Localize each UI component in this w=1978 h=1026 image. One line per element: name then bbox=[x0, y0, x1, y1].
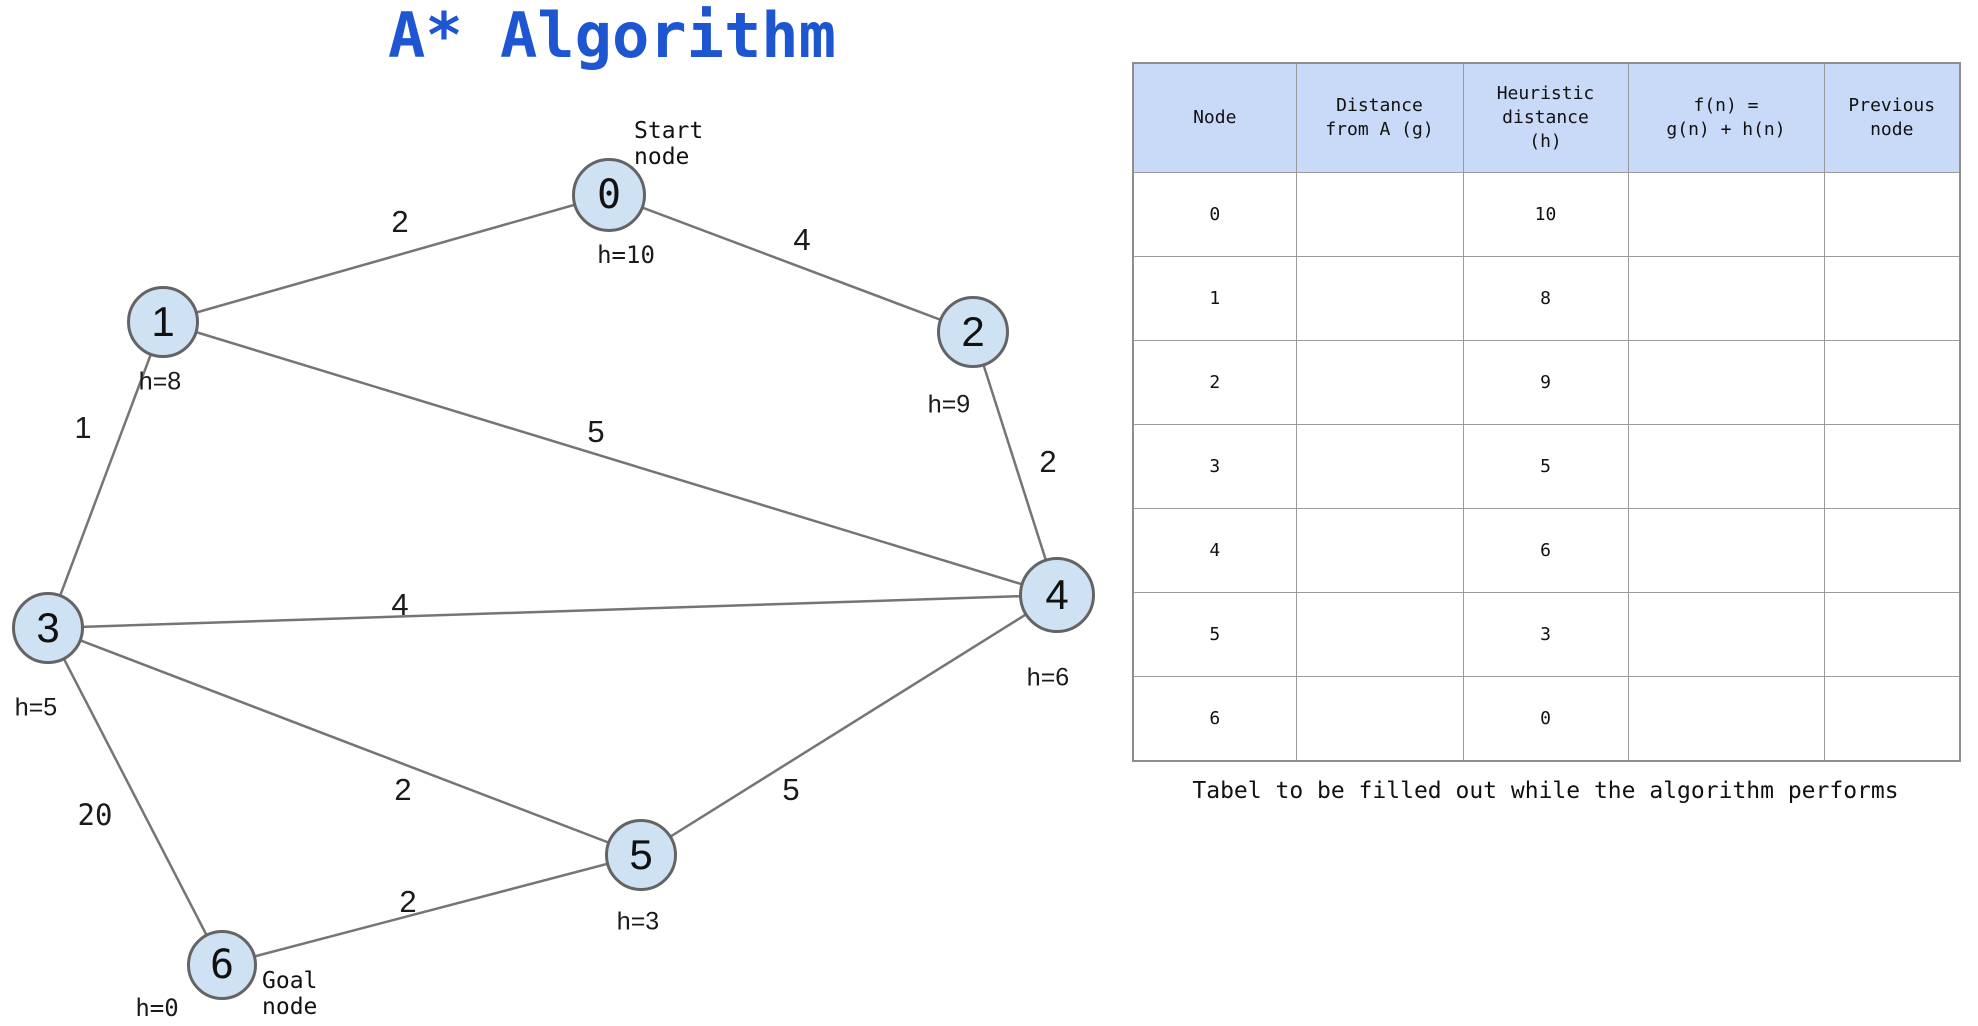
table-cell-3-3 bbox=[1627, 424, 1825, 509]
table-cell-3-0: 3 bbox=[1132, 424, 1297, 509]
table-header-cell-2: Heuristic distance (h) bbox=[1462, 62, 1629, 173]
table-cell-2-2: 9 bbox=[1462, 340, 1629, 425]
table-cell-1-3 bbox=[1627, 256, 1825, 341]
edge-line-1-3 bbox=[46, 321, 165, 629]
table-cell-3-1 bbox=[1295, 424, 1464, 509]
table-cell-0-3 bbox=[1627, 172, 1825, 257]
table-cell-5-3 bbox=[1627, 592, 1825, 677]
table-cell-2-4 bbox=[1823, 340, 1961, 425]
table-cell-2-1 bbox=[1295, 340, 1464, 425]
edge-line-1-4 bbox=[162, 320, 1058, 597]
edge-line-2-4 bbox=[971, 331, 1059, 596]
table-caption: Tabel to be filled out while the algorit… bbox=[1192, 778, 1899, 804]
table-cell-3-4 bbox=[1823, 424, 1961, 509]
table-cell-1-0: 1 bbox=[1132, 256, 1297, 341]
table-cell-4-0: 4 bbox=[1132, 508, 1297, 593]
table-cell-6-1 bbox=[1295, 676, 1464, 762]
table-cell-4-4 bbox=[1823, 508, 1961, 593]
table-cell-0-1 bbox=[1295, 172, 1464, 257]
edge-line-0-2 bbox=[608, 193, 974, 334]
edge-line-5-4 bbox=[640, 593, 1058, 857]
edge-line-3-5 bbox=[47, 626, 642, 857]
table-cell-6-4 bbox=[1823, 676, 1961, 762]
table-cell-5-0: 5 bbox=[1132, 592, 1297, 677]
table-cell-5-1 bbox=[1295, 592, 1464, 677]
edge-line-3-6 bbox=[46, 627, 224, 966]
table-cell-5-4 bbox=[1823, 592, 1961, 677]
table-cell-3-2: 5 bbox=[1462, 424, 1629, 509]
table-header-cell-4: Previous node bbox=[1823, 62, 1961, 173]
table-cell-0-2: 10 bbox=[1462, 172, 1629, 257]
table-header-cell-3: f(n) = g(n) + h(n) bbox=[1627, 62, 1825, 173]
table-cell-0-0: 0 bbox=[1132, 172, 1297, 257]
table-cell-4-3 bbox=[1627, 508, 1825, 593]
table-cell-6-0: 6 bbox=[1132, 676, 1297, 762]
table-cell-2-3 bbox=[1627, 340, 1825, 425]
table-cell-1-1 bbox=[1295, 256, 1464, 341]
table-cell-4-2: 6 bbox=[1462, 508, 1629, 593]
table-header-cell-0: Node bbox=[1132, 62, 1297, 173]
page-title: A* Algorithm bbox=[388, 0, 836, 72]
table-cell-5-2: 3 bbox=[1462, 592, 1629, 677]
table-cell-6-2: 0 bbox=[1462, 676, 1629, 762]
table-row-0: 0 10 bbox=[1132, 172, 1961, 257]
table-cell-4-1 bbox=[1295, 508, 1464, 593]
edge-line-6-5 bbox=[221, 853, 642, 967]
edge-line-0-1 bbox=[162, 193, 610, 324]
table-header-cell-1: Distance from A (g) bbox=[1295, 62, 1464, 173]
table-cell-1-2: 8 bbox=[1462, 256, 1629, 341]
table-cell-0-4 bbox=[1823, 172, 1961, 257]
table-cell-1-4 bbox=[1823, 256, 1961, 341]
table-cell-2-0: 2 bbox=[1132, 340, 1297, 425]
table-cell-6-3 bbox=[1627, 676, 1825, 762]
edge-line-3-4 bbox=[47, 593, 1058, 630]
